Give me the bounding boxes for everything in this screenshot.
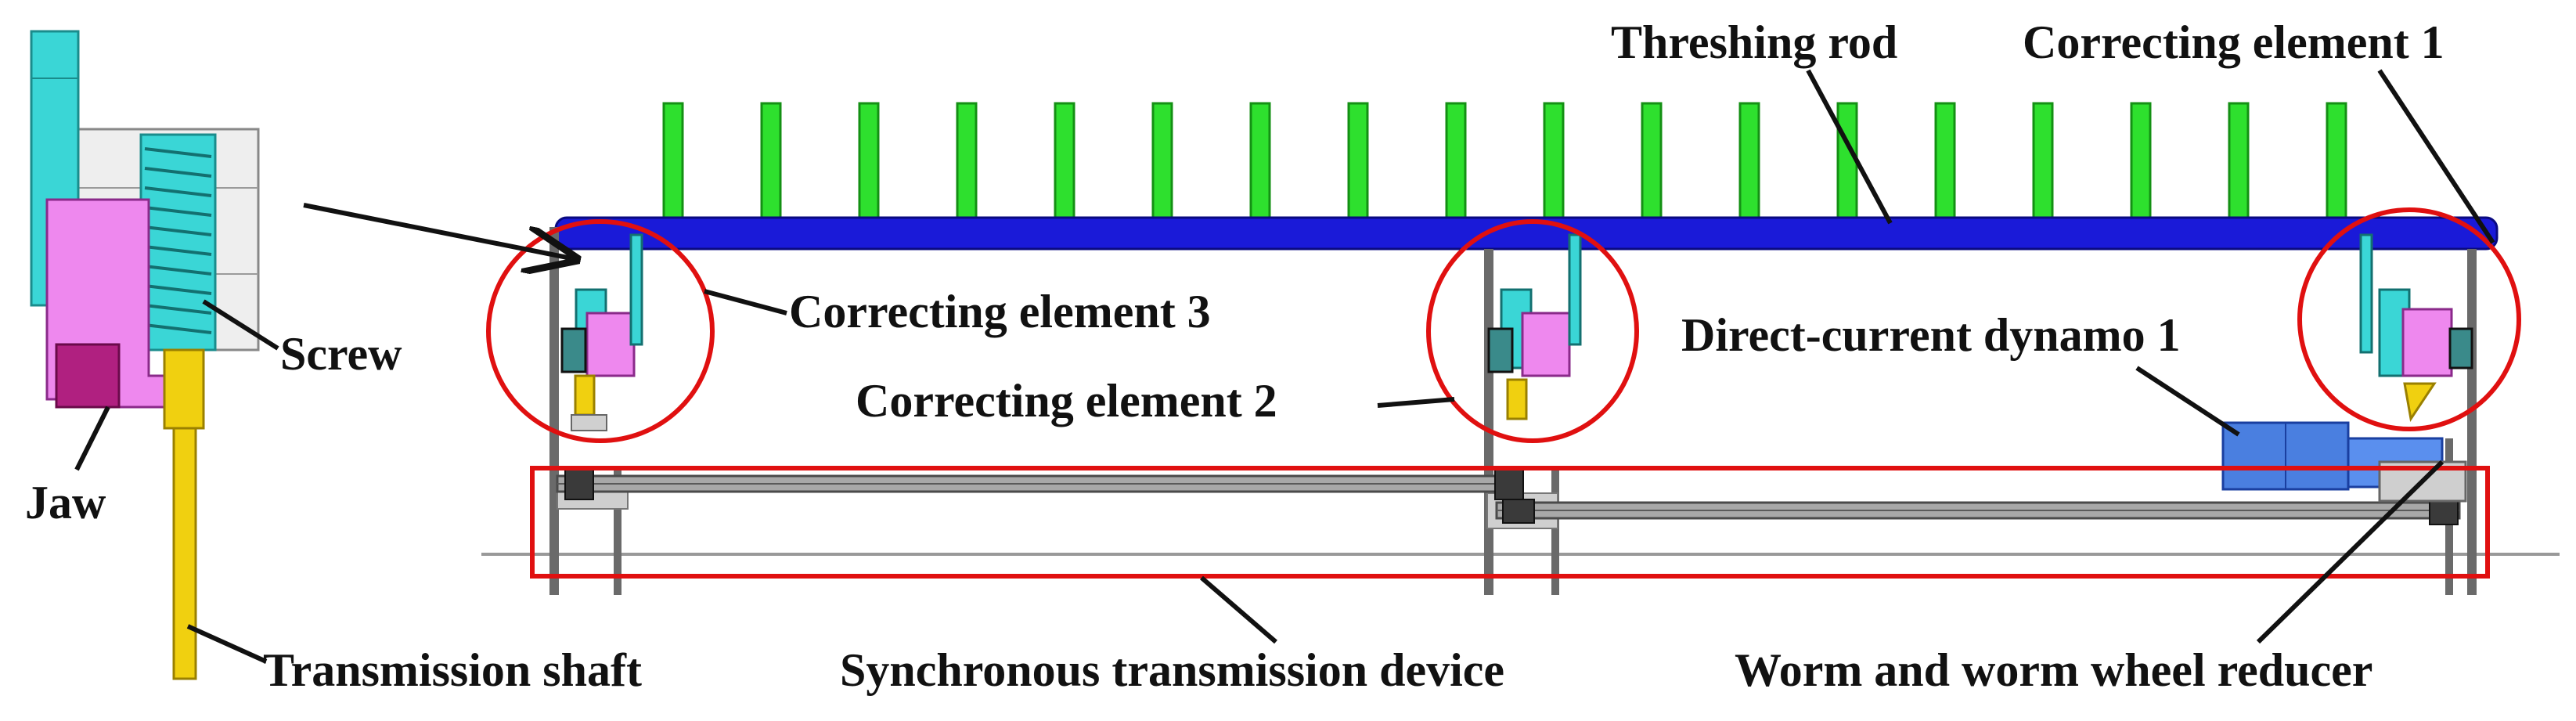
tooth	[760, 102, 782, 222]
detail-arrow	[303, 203, 571, 258]
label-screw: Screw	[280, 328, 402, 380]
correcting-element-2-part	[1487, 233, 1582, 420]
tooth	[858, 102, 880, 222]
pulley	[1494, 467, 1524, 500]
tooth	[1738, 102, 1760, 222]
label-worm-and-worm-wheel-reducer: Worm and worm wheel reducer	[1735, 644, 2372, 696]
label-correcting-element-2: Correcting element 2	[856, 375, 1277, 427]
label-correcting-element-3: Correcting element 3	[789, 286, 1211, 337]
label-threshing-rod: Threshing rod	[1611, 16, 1897, 68]
highlight-circle-3	[486, 219, 715, 443]
tooth	[1054, 102, 1075, 222]
highlight-circle-2	[1426, 219, 1639, 443]
leader-jaw	[74, 406, 110, 471]
tooth	[1445, 102, 1467, 222]
leader-dynamo	[2135, 366, 2240, 437]
tooth	[2130, 102, 2152, 222]
tooth	[1543, 102, 1565, 222]
leader-correcting-element-2	[1377, 397, 1455, 408]
frame-post	[1484, 249, 1493, 595]
pulley	[1502, 499, 1535, 524]
label-direct-current-dynamo-1: Direct-current dynamo 1	[1681, 309, 2181, 361]
frame-post	[614, 470, 621, 595]
label-jaw: Jaw	[25, 477, 106, 528]
label-synchronous-transmission-device: Synchronous transmission device	[840, 644, 1504, 696]
main-assembly	[481, 102, 2560, 595]
tooth	[1249, 102, 1271, 222]
jaw-base	[55, 343, 121, 409]
frame-post	[549, 227, 559, 595]
leader-threshing-rod	[1806, 69, 1893, 225]
tooth	[1934, 102, 1956, 222]
leader-transmission-shaft	[186, 624, 268, 664]
tooth	[956, 102, 978, 222]
tooth	[2228, 102, 2250, 222]
highlights	[486, 207, 2521, 579]
leader-correcting-element-3	[704, 289, 787, 315]
transmission-shafts	[556, 467, 2461, 525]
tooth	[662, 102, 684, 222]
screw-part	[139, 133, 217, 351]
highlight-circle-1	[2297, 207, 2521, 431]
tooth	[1836, 102, 1858, 222]
tooth	[2326, 102, 2347, 222]
leader-screw	[202, 299, 279, 351]
frame-post	[1551, 470, 1559, 595]
label-transmission-shaft: Transmission shaft	[263, 644, 642, 696]
highlight-box-transmission	[530, 466, 2490, 579]
tooth	[1151, 102, 1173, 222]
leader-synchronous-transmission	[1200, 575, 1277, 644]
correcting-element-1-part	[2359, 233, 2473, 422]
pulley	[564, 467, 594, 500]
tooth	[1641, 102, 1663, 222]
frame-post	[2467, 249, 2477, 595]
leader-correcting-element-1	[2377, 69, 2495, 244]
threshing-teeth	[662, 102, 2347, 222]
correcting-element-3-part	[560, 233, 643, 431]
labels: Threshing rod Correcting element 1 Corre…	[25, 16, 2444, 696]
leader-lines	[74, 69, 2495, 664]
tooth	[1347, 102, 1369, 222]
label-correcting-element-1: Correcting element 1	[2023, 16, 2444, 68]
leader-worm-reducer	[2256, 460, 2444, 644]
detail-view	[30, 30, 260, 680]
tooth	[2032, 102, 2054, 222]
transmission-shaft-part	[163, 348, 205, 680]
